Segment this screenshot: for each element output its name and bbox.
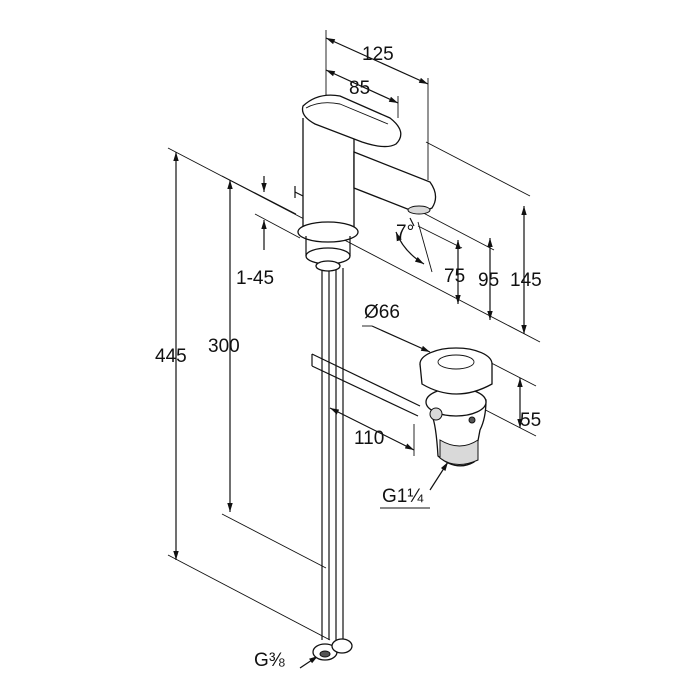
label-125: 125 [362,44,394,65]
dimension-labels: 125 85 445 300 1-45 7° 75 95 145 Ø66 55 … [155,44,542,671]
angle-line-7 [417,221,433,273]
label-waste-thread: G1¼ [382,486,424,507]
label-110: 110 [354,428,384,449]
dimension-line-85 [325,69,399,104]
pull-rod-upper [311,353,421,407]
faucet-lever [301,94,402,148]
waste-plug-side [419,363,493,395]
extension-line-145 [425,141,531,197]
extension-line-300-bottom [221,513,327,569]
label-7-degree: 7° [396,222,414,243]
lift-rod-knob [294,191,304,197]
label-hose-thread: G⅜ [254,650,285,671]
label-95: 95 [478,270,499,291]
label-75: 75 [444,266,465,287]
dimension-line-125 [325,37,429,85]
label-145: 145 [510,270,542,291]
waste-bolt [468,416,476,424]
lever-edge [305,102,389,125]
dimension-line-110 [329,407,415,451]
hose-thread-left [319,650,331,658]
faucet [294,94,437,661]
label-85: 85 [349,78,370,99]
hose-connector-right [331,638,353,654]
leader-diameter-66 [371,325,431,353]
spout-outlet [407,205,431,215]
extension-line-300-top [221,175,297,215]
faucet-spout [353,151,437,213]
waste-valve [419,347,493,467]
leader-waste-thread [429,461,449,491]
waste-thread [439,439,479,465]
extension-line-bottom [167,554,331,641]
spout-aerator [409,217,415,227]
faucet-base [297,221,359,243]
extension-line-75 [417,225,463,249]
threaded-shank [315,260,341,272]
angle-arc-7 [395,231,425,265]
waste-plug-ring [437,354,475,370]
leader-hose-thread [299,655,319,669]
label-300: 300 [208,336,240,357]
label-55: 55 [520,410,541,431]
extension-line-1-45 [254,213,301,239]
label-445: 445 [155,346,187,367]
pull-rod-lower [311,365,419,417]
label-diameter-66: Ø66 [364,302,400,323]
label-1-45: 1-45 [236,268,274,289]
dimension-lines [167,30,541,669]
waste-connector [429,407,443,421]
